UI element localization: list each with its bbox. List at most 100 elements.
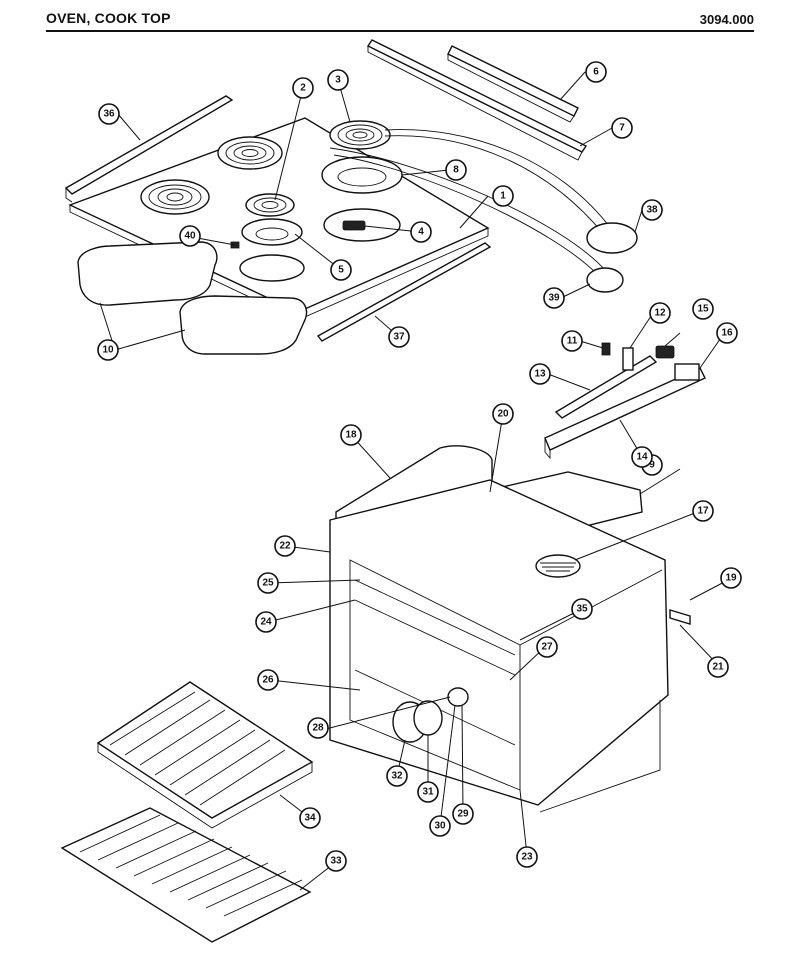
svg-text:14: 14 xyxy=(636,452,648,463)
svg-text:23: 23 xyxy=(521,852,533,863)
callout-13: 13 xyxy=(529,363,551,385)
callout-6: 6 xyxy=(585,61,607,83)
svg-text:15: 15 xyxy=(697,304,709,315)
callout-7: 7 xyxy=(611,117,633,139)
receptacle-block xyxy=(342,220,366,231)
svg-text:6: 6 xyxy=(593,67,599,78)
svg-text:29: 29 xyxy=(457,809,469,820)
callout-19: 19 xyxy=(720,567,742,589)
callout-22: 22 xyxy=(274,535,296,557)
callout-27: 27 xyxy=(536,636,558,658)
broiler-pan-34 xyxy=(96,681,314,829)
svg-text:18: 18 xyxy=(345,430,357,441)
callout-40: 40 xyxy=(179,225,201,247)
svg-text:1: 1 xyxy=(500,191,506,202)
callout-38: 38 xyxy=(641,199,663,221)
svg-text:36: 36 xyxy=(103,109,115,120)
svg-text:33: 33 xyxy=(330,856,342,867)
callout-10: 10 xyxy=(97,339,119,361)
oven-body xyxy=(329,445,691,813)
callout-3: 3 xyxy=(327,69,349,91)
svg-text:16: 16 xyxy=(721,328,733,339)
page-header: OVEN, COOK TOP 3094.000 xyxy=(46,8,754,32)
terminal-block-upper xyxy=(586,222,638,254)
svg-text:24: 24 xyxy=(260,617,272,628)
callout-33: 33 xyxy=(325,850,347,872)
rear-trim-strip xyxy=(64,95,234,195)
svg-text:27: 27 xyxy=(541,642,553,653)
callout-15: 15 xyxy=(692,298,714,320)
cooktop-assembly xyxy=(64,39,638,355)
svg-text:32: 32 xyxy=(391,771,403,782)
callout-2: 2 xyxy=(292,77,314,99)
broiler-pan-tray xyxy=(96,681,314,819)
control-bracket-assembly xyxy=(544,342,706,460)
svg-text:40: 40 xyxy=(184,231,196,242)
callout-31: 31 xyxy=(417,781,439,803)
svg-text:13: 13 xyxy=(534,369,546,380)
svg-text:20: 20 xyxy=(497,409,509,420)
surface-element-front-left xyxy=(140,179,210,215)
svg-text:3: 3 xyxy=(335,75,341,86)
callout-28: 28 xyxy=(307,717,329,739)
cutout-hole xyxy=(239,254,305,282)
convection-fan xyxy=(535,554,581,578)
oven-rack-33 xyxy=(60,807,312,943)
control-channel xyxy=(544,367,706,451)
callout-4: 4 xyxy=(410,221,432,243)
surface-element-rear-right xyxy=(329,120,391,150)
diagram-title: OVEN, COOK TOP xyxy=(46,10,171,26)
switch-15 xyxy=(655,345,675,359)
callout-23: 23 xyxy=(516,846,538,868)
svg-text:5: 5 xyxy=(338,265,344,276)
svg-text:21: 21 xyxy=(712,662,724,673)
clip-12 xyxy=(622,347,634,371)
svg-text:7: 7 xyxy=(619,123,625,134)
side-hinge-bracket xyxy=(669,609,691,625)
svg-text:10: 10 xyxy=(102,345,114,356)
terminal-block-lower xyxy=(586,267,624,293)
callout-26: 26 xyxy=(257,669,279,691)
svg-text:4: 4 xyxy=(418,227,424,238)
surface-element-rear-left xyxy=(217,136,283,170)
svg-text:2: 2 xyxy=(300,83,306,94)
callout-36: 36 xyxy=(98,103,120,125)
svg-text:28: 28 xyxy=(312,723,324,734)
svg-text:37: 37 xyxy=(393,332,405,343)
broiler-pan-lower xyxy=(179,295,308,355)
callout-29: 29 xyxy=(452,803,474,825)
callout-24: 24 xyxy=(255,611,277,633)
svg-text:22: 22 xyxy=(279,541,291,552)
callout-5: 5 xyxy=(330,259,352,281)
callout-32: 32 xyxy=(386,765,408,787)
callout-1: 1 xyxy=(492,185,514,207)
svg-text:35: 35 xyxy=(576,604,588,615)
svg-text:39: 39 xyxy=(548,293,560,304)
diagram-code: 3094.000 xyxy=(699,12,754,27)
svg-text:12: 12 xyxy=(654,308,666,319)
callout-12: 12 xyxy=(649,302,671,324)
temperature-sensor xyxy=(447,687,469,707)
callout-21: 21 xyxy=(707,656,729,678)
wiring-harness xyxy=(384,129,613,231)
svg-text:38: 38 xyxy=(646,205,658,216)
svg-text:17: 17 xyxy=(697,506,709,517)
svg-text:25: 25 xyxy=(262,578,274,589)
drip-bowl-large xyxy=(321,156,403,194)
callout-20: 20 xyxy=(492,403,514,425)
callout-14: 14 xyxy=(631,446,653,468)
oven-cavity-shell xyxy=(329,479,669,806)
svg-text:19: 19 xyxy=(725,573,737,584)
svg-text:26: 26 xyxy=(262,675,274,686)
callout-34: 34 xyxy=(299,807,321,829)
callout-30: 30 xyxy=(429,815,451,837)
callout-35: 35 xyxy=(571,598,593,620)
side-trim-strip xyxy=(316,242,492,342)
control-rail xyxy=(554,355,658,419)
surface-element-small xyxy=(245,193,295,217)
leader-lines xyxy=(99,71,729,891)
svg-text:34: 34 xyxy=(304,813,316,824)
callout-37: 37 xyxy=(388,326,410,348)
callout-16: 16 xyxy=(716,322,738,344)
